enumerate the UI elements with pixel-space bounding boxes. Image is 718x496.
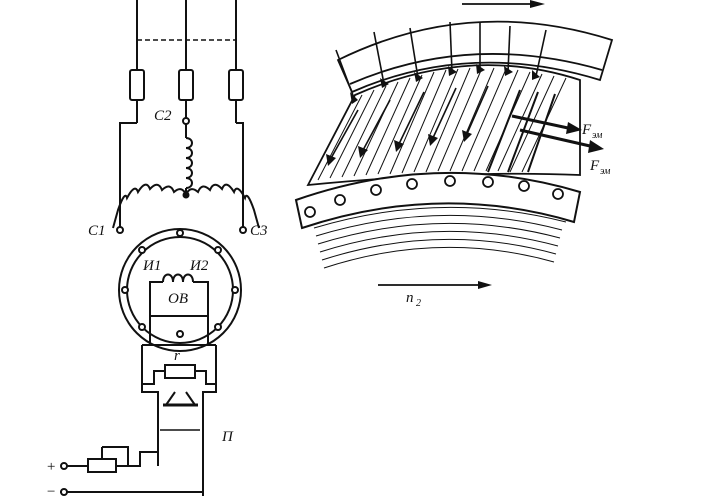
fuses bbox=[129, 69, 244, 123]
speed-label: n bbox=[406, 290, 414, 306]
label-c2: C2 bbox=[154, 108, 172, 124]
rotor-ring bbox=[294, 171, 582, 230]
rotor-sector-view bbox=[294, 0, 614, 289]
resistor-bracket bbox=[141, 362, 165, 385]
winding-c3 bbox=[185, 183, 260, 229]
fuse-1 bbox=[129, 69, 145, 101]
slip-ring-dot-right bbox=[231, 286, 239, 294]
fuse-3 bbox=[228, 69, 244, 101]
speed-sub: 2 bbox=[416, 298, 421, 309]
winding-c1 bbox=[112, 183, 187, 229]
slip-ring-dot-br bbox=[214, 323, 222, 331]
field-resistor-r bbox=[164, 364, 196, 379]
label-ov: ОВ bbox=[168, 291, 188, 307]
field-lead-right bbox=[193, 281, 209, 316]
rotor-ring-holes bbox=[304, 175, 564, 218]
supply-lines bbox=[136, 0, 237, 70]
force-sub-2: эм bbox=[600, 166, 611, 177]
label-plus: + bbox=[46, 459, 56, 475]
field-lead-left bbox=[149, 281, 163, 316]
flux-arrows bbox=[329, 21, 547, 161]
rotor-laminations bbox=[313, 206, 567, 269]
field-winding-ov bbox=[162, 273, 194, 283]
wire-phase-a bbox=[119, 122, 137, 228]
label-minus: − bbox=[46, 484, 56, 496]
label-i1: И1 bbox=[142, 258, 161, 274]
force-label-1: F bbox=[581, 122, 592, 138]
rotor-labels: F эм F эм n 2 bbox=[406, 122, 611, 309]
label-i2: И2 bbox=[189, 258, 209, 274]
slip-ring-dot-tl bbox=[138, 246, 146, 254]
circuit-labels: C2 C1 C3 И1 И2 ОВ r П + − bbox=[46, 108, 268, 496]
wire-phase-c bbox=[236, 122, 244, 228]
force-sub-1: эм bbox=[592, 130, 603, 141]
label-p: П bbox=[221, 429, 234, 445]
terminal-minus bbox=[60, 488, 68, 496]
terminal-c3 bbox=[239, 226, 247, 234]
slip-ring-dot-left bbox=[121, 286, 129, 294]
circuit-schematic bbox=[60, 0, 260, 496]
label-r: r bbox=[174, 348, 180, 364]
fuse-2 bbox=[178, 69, 194, 101]
slip-ring-dot-tr bbox=[214, 246, 222, 254]
core-hatching bbox=[317, 67, 567, 181]
force-label-2: F bbox=[589, 158, 600, 174]
slip-ring-dot-bottom bbox=[176, 330, 184, 338]
winding-c2 bbox=[185, 137, 193, 189]
switch-p-right bbox=[202, 384, 217, 440]
switch-p-left bbox=[141, 384, 159, 440]
slip-ring-dot-bl bbox=[138, 323, 146, 331]
terminal-plus bbox=[60, 462, 68, 470]
slip-ring-dot-top bbox=[176, 229, 184, 237]
force-arrow-1 bbox=[511, 114, 569, 130]
force-arrow-2 bbox=[519, 128, 591, 148]
rheostat bbox=[87, 458, 117, 473]
label-c3: C3 bbox=[250, 223, 268, 239]
terminal-c1 bbox=[116, 226, 124, 234]
terminal-c2 bbox=[182, 117, 190, 125]
label-c1: C1 bbox=[88, 223, 106, 239]
